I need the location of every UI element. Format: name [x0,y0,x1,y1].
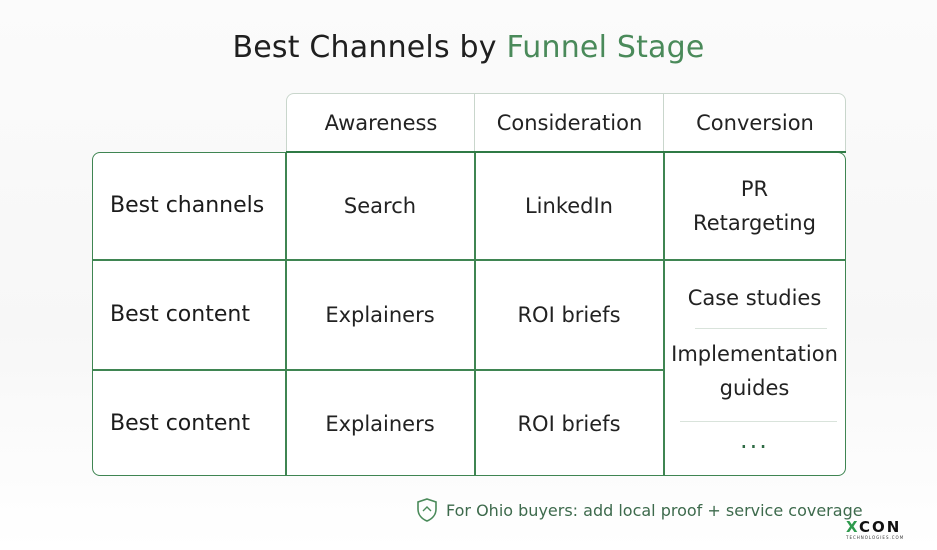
row-label-best-channels: Best channels [110,193,265,218]
content-separator [680,421,837,422]
column-header-conversion: Conversion [696,111,814,135]
header-divider [663,94,664,153]
content-more: ... [740,426,769,454]
content-implementation-guides: Implementation guides [664,337,845,405]
logo-word: XCON [846,518,902,536]
footer-note: For Ohio buyers: add local proof + servi… [416,498,863,522]
header-underline [286,151,846,153]
cell-awareness-content: Explainers [325,302,435,327]
funnel-table: Best channels Search LinkedIn PR Retarge… [92,152,846,476]
header-divider [474,94,475,153]
column-divider [285,153,287,475]
channel-pr: PR [740,177,769,201]
column-header-panel: Awareness Consideration Conversion [286,93,846,153]
row-label-best-content: Best content [110,410,250,436]
channel-retargeting: Retargeting [693,211,816,235]
row-label-best-content: Best content [110,301,250,327]
content-implementation-line1: Implementation [671,342,838,366]
xcon-logo: XCON TECHNOLOGIES.COM [846,519,926,545]
content-implementation-line2: guides [719,376,790,400]
logo-subtext: TECHNOLOGIES.COM [846,535,905,540]
row-divider [93,259,845,261]
row-divider [93,369,664,371]
column-divider [663,153,665,475]
content-case-studies: Case studies [687,286,822,310]
cell-awareness-content: Explainers [325,411,435,436]
footer-note-text: For Ohio buyers: add local proof + servi… [446,500,863,520]
content-separator [695,328,827,329]
column-divider [474,153,476,475]
cell-awareness-channels: Search [343,194,417,218]
column-header-consideration: Consideration [496,111,643,135]
page-title: Best Channels by Funnel Stage [0,30,937,65]
title-main: Best Channels by [232,30,507,65]
shield-icon [417,498,437,522]
cell-conversion-channels: PR Retargeting [664,153,845,259]
column-header-awareness: Awareness [324,111,438,135]
cell-consideration-channels: LinkedIn [524,194,613,218]
cell-consideration-content: ROI briefs [517,302,621,327]
cell-consideration-content: ROI briefs [517,411,621,436]
title-accent: Funnel Stage [506,30,705,65]
